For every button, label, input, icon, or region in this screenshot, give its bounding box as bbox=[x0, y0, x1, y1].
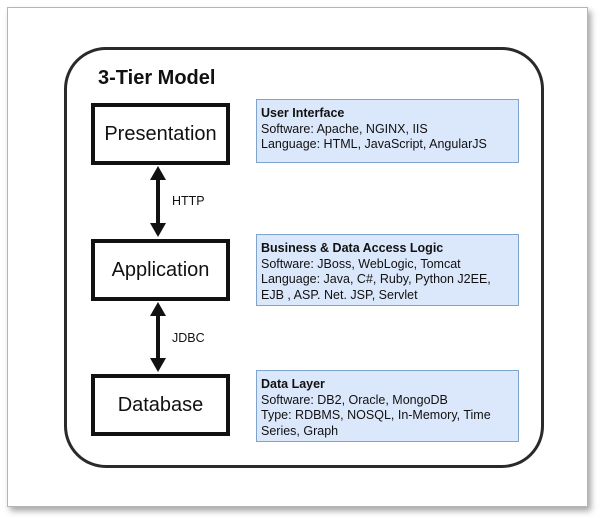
presentation-tier-box: Presentation bbox=[91, 103, 230, 165]
application-info-software: Software: JBoss, WebLogic, Tomcat bbox=[261, 256, 461, 271]
database-tier-box: Database bbox=[91, 374, 230, 436]
diagram-title: 3-Tier Model bbox=[98, 67, 216, 89]
application-info-language: Language: Java, C#, Ruby, Python J2EE, E… bbox=[261, 272, 491, 302]
presentation-info-software: Software: Apache, NGINX, IIS bbox=[261, 121, 428, 136]
database-info-type: Type: RDBMS, NOSQL, In-Memory, Time Seri… bbox=[261, 408, 491, 438]
jdbc-label: JDBC bbox=[172, 331, 205, 345]
presentation-info-box: User Interface Software: Apache, NGINX, … bbox=[256, 99, 519, 163]
database-info-software: Software: DB2, Oracle, MongoDB bbox=[261, 392, 448, 407]
application-info-box: Business & Data Access Logic Software: J… bbox=[256, 234, 519, 306]
presentation-info-heading: User Interface bbox=[261, 106, 345, 120]
database-info-box: Data Layer Software: DB2, Oracle, MongoD… bbox=[256, 370, 519, 442]
http-label: HTTP bbox=[172, 194, 205, 208]
presentation-info-language: Language: HTML, JavaScript, AngularJS bbox=[261, 137, 487, 151]
database-tier-label: Database bbox=[117, 393, 204, 416]
database-info-heading: Data Layer bbox=[261, 377, 325, 391]
application-tier-box: Application bbox=[91, 239, 230, 301]
application-tier-label: Application bbox=[111, 258, 210, 281]
application-info-heading: Business & Data Access Logic bbox=[261, 241, 444, 255]
presentation-tier-label: Presentation bbox=[104, 122, 217, 145]
